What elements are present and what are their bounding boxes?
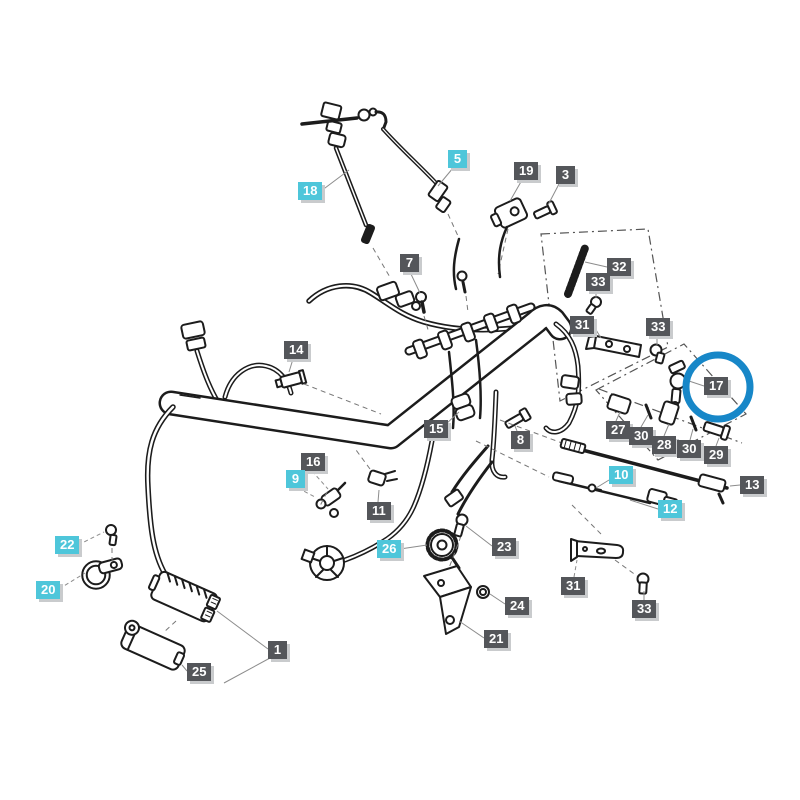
part-label-27[interactable]: 27 [606,421,631,439]
bracket-21 [423,535,472,635]
part-label-18[interactable]: 18 [298,182,323,200]
sensor-19 [489,197,529,229]
spring-32 [564,244,589,298]
group-box-spring [540,228,669,402]
part-label-19[interactable]: 19 [514,162,539,180]
harness-drops [342,338,508,563]
leader-line-25 [181,664,188,672]
leader-line-13 [729,484,741,487]
bolt-3 [533,200,558,220]
ecu-cover [120,619,186,671]
bolt-22 [105,524,118,561]
plug-11 [355,449,398,487]
main-harness-tube [158,304,573,450]
injector-cluster-9-16 [315,481,347,518]
part-label-26[interactable]: 26 [377,540,402,558]
leader-line-1 [223,657,271,684]
injector-rail [404,270,536,360]
part-label-33[interactable]: 33 [586,273,611,291]
leader-line-18 [320,169,350,192]
part-label-3[interactable]: 3 [556,166,575,184]
part-label-10[interactable]: 10 [609,466,634,484]
leader-line-5 [437,167,454,187]
part-label-33-3[interactable]: 33 [632,600,657,618]
bolt-8 [504,407,532,429]
leader-line-14 [288,358,294,373]
grommet-15 [450,392,476,422]
fittings-row [598,388,743,444]
part-label-20[interactable]: 20 [36,581,61,599]
leader-line-30 [689,428,694,441]
leader-line-17 [688,380,705,387]
rod-13 [475,419,729,505]
part-label-8[interactable]: 8 [511,431,530,449]
bolt-23 [453,513,469,538]
leader-line-7 [409,271,421,294]
part-label-12[interactable]: 12 [658,500,683,518]
harness-joint-connectors [376,225,509,311]
part-label-22[interactable]: 22 [55,536,80,554]
bolt-33-bottom [636,572,650,595]
leader-line-23 [465,525,493,547]
leader-line-28 [663,423,670,437]
leader-line-22 [77,531,105,546]
part-label-11[interactable]: 11 [367,502,391,520]
leader-line-20 [58,572,86,590]
part-label-28[interactable]: 28 [652,436,677,454]
part-label-13[interactable]: 13 [740,476,765,494]
nut-24 [476,585,490,599]
round-connector [300,545,345,581]
leader-line-1 [216,610,269,650]
leader-line-10 [595,479,610,489]
part-label-23[interactable]: 23 [492,538,517,556]
part-label-15[interactable]: 15 [424,420,449,438]
part-label-25[interactable]: 25 [187,663,212,681]
ecu-box [147,570,221,623]
leader-line-19 [509,179,523,202]
bracket-31-top [585,335,642,358]
leader-line-32 [584,261,608,268]
part-label-17[interactable]: 17 [704,377,729,395]
part-label-32[interactable]: 32 [607,258,632,276]
part-label-14[interactable]: 14 [284,341,309,359]
part-label-33-2[interactable]: 33 [646,318,671,336]
leader-line-3 [547,183,560,206]
leader-line-24 [489,593,506,605]
part-label-9[interactable]: 9 [286,470,305,488]
leader-line-21 [458,620,485,639]
part-label-31[interactable]: 31 [570,316,595,334]
clamp-20 [81,557,124,590]
highlight-circle-part-17 [682,351,754,423]
part-label-24[interactable]: 24 [505,597,530,615]
part-label-30-2[interactable]: 30 [677,440,702,458]
ecu-axis [162,620,177,634]
gear-sensor-26 [425,528,461,570]
part-label-16[interactable]: 16 [301,453,326,471]
part-label-1[interactable]: 1 [268,641,287,659]
leader-line-9 [297,487,316,498]
leader-line-8 [514,425,518,432]
bolt-33-right [649,343,666,365]
bolt-7 [415,291,430,334]
part-label-31-2[interactable]: 31 [561,577,586,595]
probe-cable-18 [320,101,392,280]
probe-cable-5 [300,107,459,237]
leader-line-31 [573,559,578,578]
leader-line-29 [715,437,720,447]
sensor-14 [274,369,382,415]
leader-line-12 [629,499,659,510]
leader-line-11 [377,489,380,503]
part-label-30[interactable]: 30 [629,427,654,445]
part-label-29[interactable]: 29 [704,446,729,464]
elbow-branch [543,321,583,435]
part-label-21[interactable]: 21 [484,630,509,648]
leader-line-27 [615,411,621,422]
bracket-31-bottom [570,538,638,577]
leader-line-30 [640,414,649,428]
part-label-5[interactable]: 5 [448,150,467,168]
part-label-7[interactable]: 7 [400,254,419,272]
leader-line-26 [399,544,428,550]
